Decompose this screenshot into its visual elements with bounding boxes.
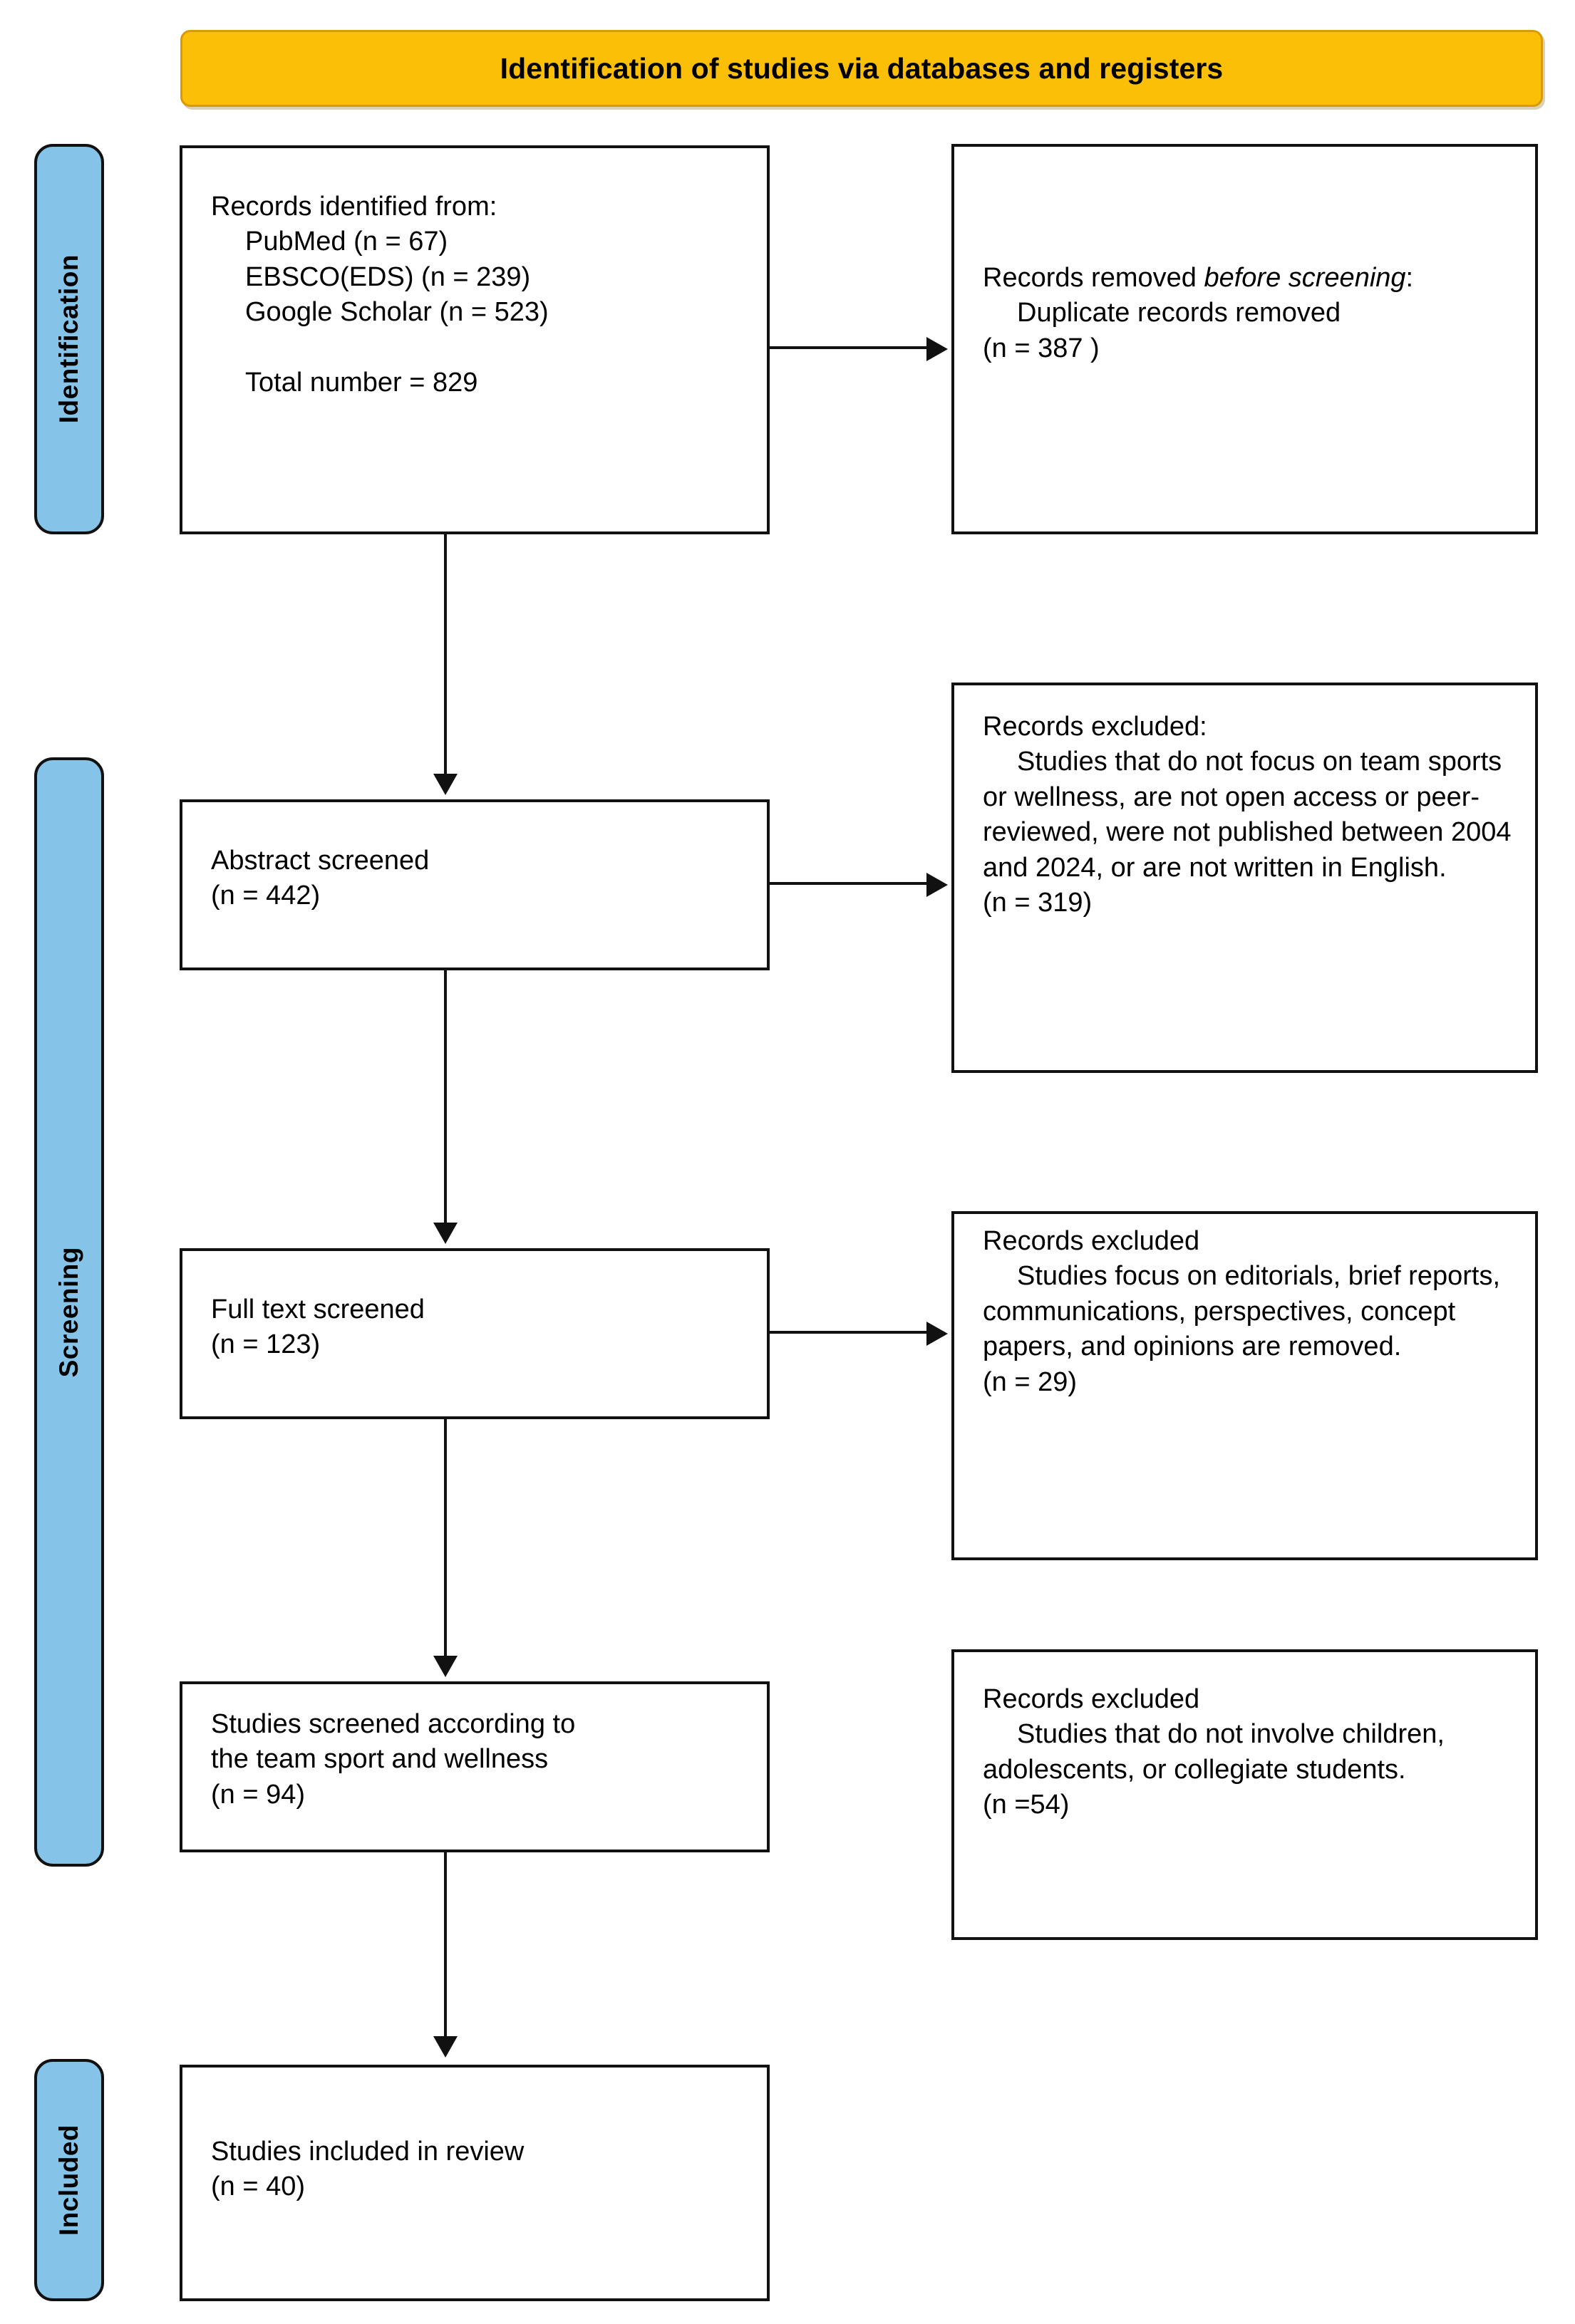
phase-label-included-text: Included [54, 2124, 83, 2236]
records-removed-heading-colon: : [1405, 263, 1414, 293]
records-identified-source-google-scholar: Google Scholar (n = 523) [245, 297, 549, 328]
box-records-excluded-abstract: Records excluded: Studies that do not fo… [951, 683, 1538, 1073]
connector-studies-screened-to-included [444, 1852, 447, 2039]
box-records-identified-text: Records identified from: PubMed (n = 67)… [211, 190, 750, 400]
abstract-screened-count: (n = 442) [211, 881, 321, 911]
connector-abstract-to-excluded [770, 882, 935, 885]
records-identified-heading: Records identified from: [211, 192, 497, 222]
box-studies-screened-team-sport-wellness: Studies screened according to the team s… [180, 1681, 770, 1852]
fulltext-screened-count: (n = 123) [211, 1329, 321, 1360]
studies-screened-label-line-2: the team sport and wellness [211, 1744, 549, 1775]
box-records-excluded-population: Records excluded Studies that do not inv… [951, 1649, 1538, 1940]
box-full-text-screened: Full text screened (n = 123) [180, 1248, 770, 1419]
studies-included-label: Studies included in review [211, 2137, 525, 2167]
phase-label-screening: Screening [34, 757, 104, 1867]
connector-fulltext-to-excluded [770, 1331, 935, 1334]
excluded-population-detail: Studies that do not involve children, ad… [983, 1719, 1452, 1785]
abstract-screened-label: Abstract screened [211, 846, 430, 876]
excluded-abstract-heading: Records excluded: [983, 712, 1207, 742]
fulltext-screened-label: Full text screened [211, 1295, 425, 1324]
box-studies-screened-text: Studies screened according to the team s… [211, 1707, 750, 1812]
excluded-abstract-detail: Studies that do not focus on team sports… [983, 747, 1519, 883]
phase-label-identification-text: Identification [54, 254, 83, 424]
arrow-right-icon [926, 873, 948, 897]
connector-identified-to-abstract [444, 534, 447, 777]
records-removed-heading-plain: Records removed [983, 263, 1204, 293]
arrow-down-icon [433, 1223, 458, 1244]
arrow-right-icon [926, 1322, 948, 1346]
records-removed-count: (n = 387 ) [983, 333, 1100, 363]
connector-fulltext-to-studies-screened [444, 1419, 447, 1659]
arrow-right-icon [926, 337, 948, 361]
records-identified-source-pubmed: PubMed (n = 67) [245, 227, 448, 257]
records-removed-detail: Duplicate records removed [1017, 298, 1341, 328]
box-fulltext-screened-text: Full text screened (n = 123) [211, 1292, 750, 1363]
page-title: Identification of studies via databases … [500, 51, 1224, 85]
phase-label-included: Included [34, 2059, 104, 2301]
box-excluded-abstract-text: Records excluded: Studies that do not fo… [983, 710, 1518, 920]
connector-abstract-to-fulltext [444, 970, 447, 1225]
phase-label-identification: Identification [34, 144, 104, 534]
box-abstract-screened: Abstract screened (n = 442) [180, 799, 770, 970]
box-studies-included-text: Studies included in review (n = 40) [211, 2134, 750, 2205]
excluded-fulltext-heading: Records excluded [983, 1226, 1200, 1256]
arrow-down-icon [433, 2036, 458, 2058]
excluded-population-count: (n =54) [983, 1790, 1070, 1820]
box-studies-included-in-review: Studies included in review (n = 40) [180, 2065, 770, 2301]
studies-screened-count: (n = 94) [211, 1779, 306, 1810]
records-removed-heading-italic: before screening [1204, 263, 1406, 293]
connector-identified-to-removed [770, 346, 935, 349]
diagram-header-banner: Identification of studies via databases … [180, 30, 1543, 107]
box-excluded-fulltext-text: Records excluded Studies focus on editor… [983, 1224, 1518, 1400]
excluded-fulltext-count: (n = 29) [983, 1366, 1078, 1397]
box-excluded-population-text: Records excluded Studies that do not inv… [983, 1682, 1518, 1823]
phase-label-screening-text: Screening [54, 1246, 83, 1378]
excluded-population-heading: Records excluded [983, 1684, 1200, 1714]
box-records-removed-text: Records removed before screening: Duplic… [983, 261, 1518, 366]
box-records-excluded-fulltext: Records excluded Studies focus on editor… [951, 1211, 1538, 1560]
box-records-removed-before-screening: Records removed before screening: Duplic… [951, 144, 1538, 534]
excluded-abstract-count: (n = 319) [983, 887, 1093, 918]
arrow-down-icon [433, 774, 458, 795]
studies-included-count: (n = 40) [211, 2172, 306, 2202]
box-records-identified: Records identified from: PubMed (n = 67)… [180, 145, 770, 534]
box-abstract-screened-text: Abstract screened (n = 442) [211, 844, 750, 914]
records-identified-source-ebsco: EBSCO(EDS) (n = 239) [245, 261, 531, 292]
studies-screened-label-line-1: Studies screened according to [211, 1709, 576, 1739]
records-identified-total: Total number = 829 [245, 367, 478, 398]
excluded-fulltext-detail: Studies focus on editorials, brief repor… [983, 1261, 1508, 1362]
arrow-down-icon [433, 1656, 458, 1677]
